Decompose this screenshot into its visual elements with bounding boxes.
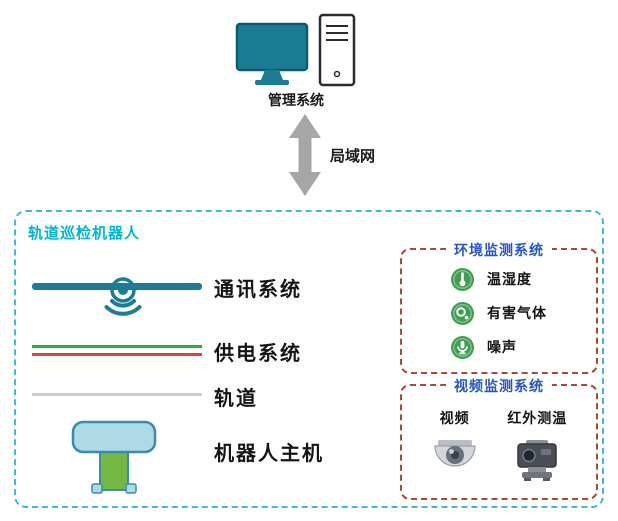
env-item-temperature-humidity: 温湿度	[450, 266, 596, 292]
environment-monitor-box: 环境监测系统 温湿度	[400, 240, 598, 374]
environment-monitor-title: 环境监测系统	[446, 240, 552, 260]
track-line	[32, 393, 202, 396]
video-items: 视频 红外测温	[402, 386, 596, 498]
management-computer-icon	[235, 13, 356, 87]
management-system-label: 管理系统	[268, 93, 324, 109]
harmful-gas-label: 有害气体	[487, 306, 547, 322]
robot-system-box: 轨道巡检机器人 通讯系统 供电系统 轨道 机器人主机 环境监测系统	[14, 210, 604, 508]
double-arrow-icon	[289, 114, 321, 196]
video-monitor-title: 视频监测系统	[446, 376, 552, 396]
environment-items: 温湿度 有害气体	[402, 250, 596, 372]
env-item-noise: 噪声	[450, 334, 596, 360]
harmful-gas-icon	[451, 301, 474, 325]
wifi-signal-icon	[104, 277, 142, 316]
thermal-camera-icon	[517, 440, 558, 481]
power-system-label: 供电系统	[214, 341, 302, 365]
power-line-green	[32, 345, 202, 348]
video-item-infrared: 红外测温	[507, 408, 567, 498]
video-item-camera: 视频	[431, 408, 479, 498]
env-item-harmful-gas: 有害气体	[450, 300, 596, 326]
noise-label: 噪声	[487, 340, 517, 356]
dome-camera-icon	[434, 440, 476, 467]
lan-label: 局域网	[330, 147, 376, 165]
temperature-humidity-label: 温湿度	[487, 272, 532, 288]
communication-system-label: 通讯系统	[214, 277, 302, 301]
video-monitor-box: 视频监测系统 视频 红外测温	[400, 376, 598, 500]
thermometer-icon	[451, 267, 474, 291]
noise-microphone-icon	[451, 335, 474, 359]
video-label: 视频	[439, 411, 470, 427]
robot-host-label: 机器人主机	[214, 441, 324, 465]
robot-host-icon	[71, 420, 157, 494]
power-line-red	[32, 353, 202, 356]
infrared-label: 红外测温	[507, 411, 568, 427]
robot-box-title: 轨道巡检机器人	[28, 224, 141, 242]
communication-bar	[32, 283, 202, 290]
track-label: 轨道	[214, 386, 258, 410]
